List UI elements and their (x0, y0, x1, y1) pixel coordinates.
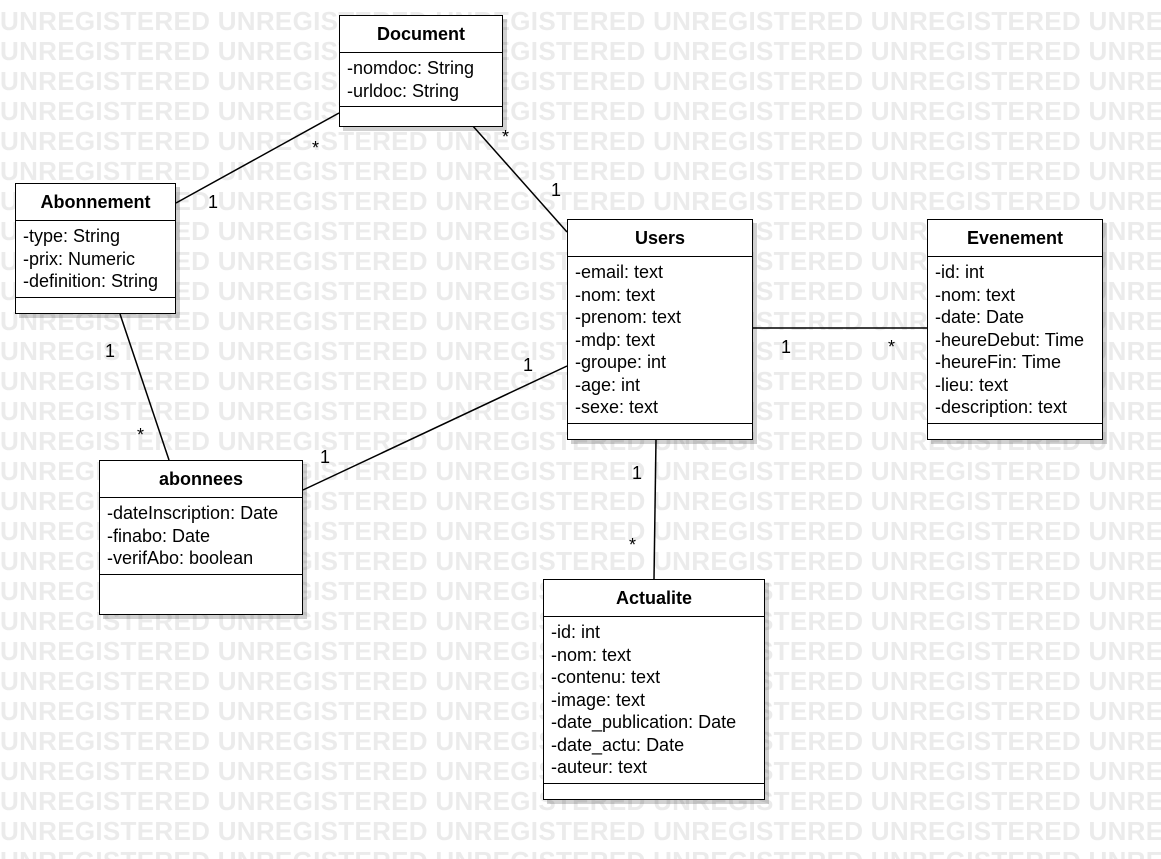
association-document-abonnement (175, 112, 340, 204)
attribute: -nomdoc: String (347, 58, 475, 78)
attribute: -urldoc: String (347, 80, 460, 101)
multiplicity-users-actualite-actu: * (629, 535, 637, 555)
class-evenement-name: Evenement (928, 220, 1102, 257)
multiplicity-abonnement-abonnees-abon: * (137, 425, 145, 445)
attribute: -image: text (551, 689, 646, 710)
class-abonnement[interactable]: Abonnement -type: String -prix: Numeric … (15, 183, 176, 314)
attribute: -prenom: text (575, 307, 682, 327)
multiplicity-document-abonnement-abo: 1 (208, 192, 219, 212)
class-abonnement-name: Abonnement (16, 184, 175, 221)
multiplicity-abonnement-abonnees-abo: 1 (105, 341, 116, 361)
attribute: -type: String (23, 226, 121, 246)
attribute: -age: int (575, 374, 641, 395)
class-abonnement-operations (16, 298, 175, 314)
multiplicity-document-abonnement-doc: * (312, 138, 320, 158)
association-users-actualite (653, 438, 657, 580)
association-users-abonnees (302, 365, 568, 491)
attribute: -description: text (935, 397, 1068, 417)
association-document-users (471, 124, 568, 233)
attribute: -id: int (935, 262, 985, 282)
attribute: -date_actu: Date (551, 734, 685, 755)
attribute: -heureDebut: Time (935, 329, 1085, 350)
class-evenement-attributes: -id: int -nom: text -date: Date -heureDe… (928, 257, 1102, 424)
association-abonnement-abonnees (119, 313, 170, 461)
multiplicity-users-actualite-users: 1 (632, 463, 643, 483)
class-users[interactable]: Users -email: text -nom: text -prenom: t… (567, 219, 753, 440)
class-document[interactable]: Document -nomdoc: String -urldoc: String (339, 15, 503, 127)
class-actualite[interactable]: Actualite -id: int -nom: text -contenu: … (543, 579, 765, 800)
attribute: -nom: text (551, 644, 632, 665)
attribute: -sexe: text (575, 397, 659, 417)
multiplicity-users-abonnees-users: 1 (523, 355, 534, 375)
class-evenement-operations (928, 424, 1102, 440)
class-abonnees-operations (100, 575, 302, 615)
class-actualite-name: Actualite (544, 580, 764, 617)
class-users-name: Users (568, 220, 752, 257)
class-actualite-operations (544, 784, 764, 800)
class-abonnees-attributes: -dateInscription: Date -finabo: Date -ve… (100, 498, 302, 575)
attribute: -verifAbo: boolean (107, 548, 254, 568)
multiplicity-users-evenement-evt: * (888, 337, 896, 357)
class-document-name: Document (340, 16, 502, 53)
class-users-attributes: -email: text -nom: text -prenom: text -m… (568, 257, 752, 424)
multiplicity-users-evenement-users: 1 (781, 337, 792, 357)
attribute: -email: text (575, 262, 664, 282)
multiplicity-document-users-users: 1 (551, 180, 562, 200)
attribute: -date_publication: Date (551, 712, 737, 732)
class-document-attributes: -nomdoc: String -urldoc: String (340, 53, 502, 107)
attribute: -prix: Numeric (23, 248, 136, 269)
attribute: -lieu: text (935, 374, 1009, 395)
attribute: -contenu: text (551, 667, 661, 687)
attribute: -heureFin: Time (935, 352, 1062, 372)
attribute: -date: Date (935, 307, 1025, 327)
multiplicity-users-abonnees-abon: 1 (320, 447, 331, 467)
attribute: -finabo: Date (107, 525, 211, 546)
attribute: -definition: String (23, 271, 159, 291)
class-actualite-attributes: -id: int -nom: text -contenu: text -imag… (544, 617, 764, 784)
class-users-operations (568, 424, 752, 440)
class-evenement[interactable]: Evenement -id: int -nom: text -date: Dat… (927, 219, 1103, 440)
class-document-operations (340, 107, 502, 126)
attribute: -nom: text (575, 284, 656, 305)
attribute: -nom: text (935, 284, 1016, 305)
multiplicity-document-users-doc: * (502, 127, 510, 147)
attribute: -dateInscription: Date (107, 503, 279, 523)
attribute: -id: int (551, 622, 601, 642)
class-abonnees-name: abonnees (100, 461, 302, 498)
attribute: -mdp: text (575, 329, 656, 350)
class-abonnees[interactable]: abonnees -dateInscription: Date -finabo:… (99, 460, 303, 615)
attribute: -auteur: text (551, 757, 648, 777)
attribute: -groupe: int (575, 352, 667, 372)
class-abonnement-attributes: -type: String -prix: Numeric -definition… (16, 221, 175, 298)
